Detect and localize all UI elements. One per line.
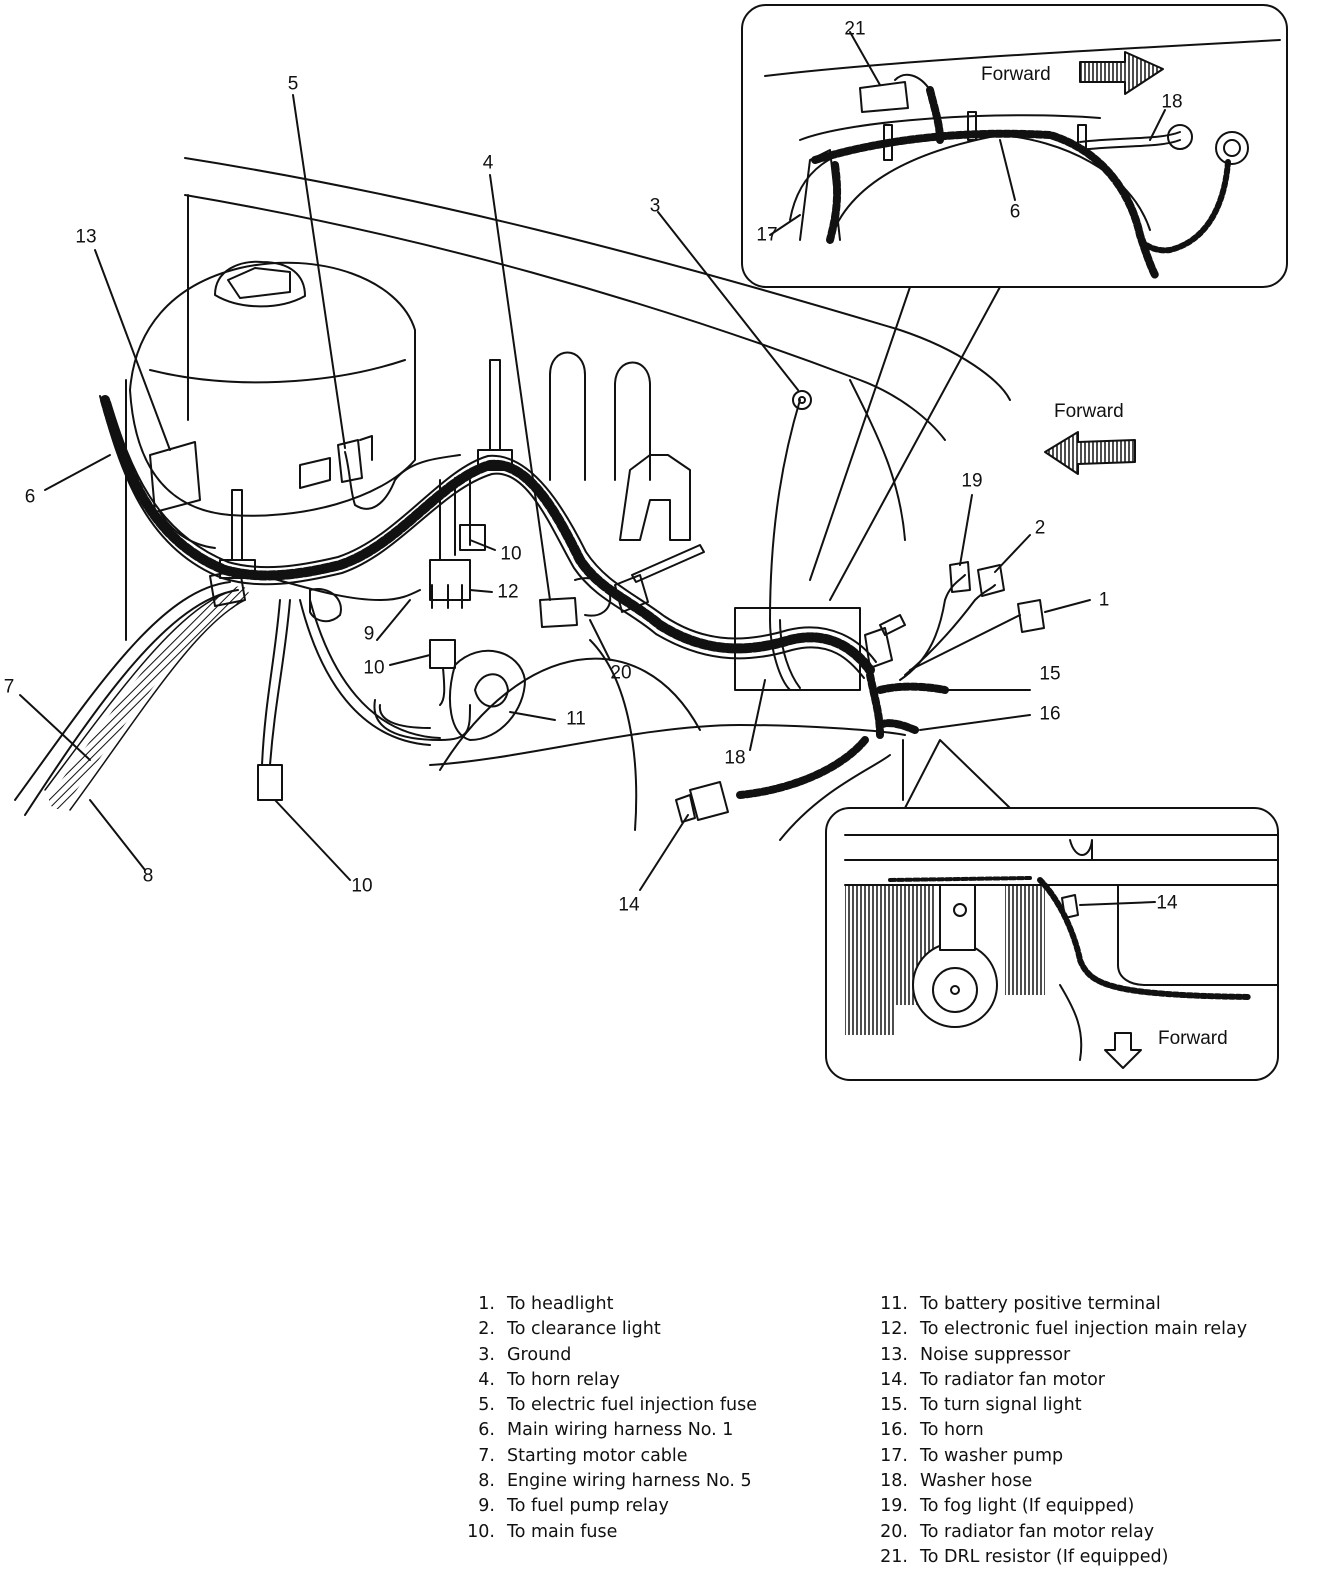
legend-item: 5.To electric fuel injection fuse <box>478 1395 757 1416</box>
forward-arrow-inset-top <box>1079 51 1164 95</box>
washer-hose <box>769 619 791 691</box>
callout-11: 11 <box>566 708 586 730</box>
callout-18-inset: 18 <box>1161 91 1183 113</box>
callout-19: 19 <box>961 470 983 492</box>
callout-16: 16 <box>1039 703 1061 725</box>
legend-item: 1.To headlight <box>478 1294 614 1314</box>
callout-18: 18 <box>724 747 746 769</box>
callout-10-lower: 10 <box>351 875 373 897</box>
callout-2: 2 <box>1034 517 1046 539</box>
legend-item: 18.Washer hose <box>880 1471 1033 1492</box>
inset-bottom <box>825 807 1279 1081</box>
ground-wire <box>769 399 801 621</box>
diagram-drawing <box>14 4 1288 1081</box>
panel-slot-2 <box>614 361 651 481</box>
horn-relay <box>539 597 578 628</box>
legend-item: 3.Ground <box>478 1344 572 1365</box>
callout-14-inset: 14 <box>1156 892 1178 914</box>
legend-item: 2.To clearance light <box>478 1319 661 1340</box>
forward-label-main: Forward <box>1054 401 1124 422</box>
legend-item: 13.Noise suppressor <box>880 1344 1071 1365</box>
wheel-arch-2 <box>589 639 638 831</box>
legend-item: 15.To turn signal light <box>880 1395 1082 1416</box>
panel-slot-1 <box>549 351 586 481</box>
legend-item: 14.To radiator fan motor <box>880 1369 1105 1390</box>
callout-20: 20 <box>610 662 632 684</box>
legend-item: 4.To horn relay <box>478 1369 620 1390</box>
legend-item: 19.To fog light (If equipped) <box>880 1496 1135 1517</box>
legend-item: 16.To horn <box>880 1420 984 1441</box>
battery-terminal <box>449 649 526 741</box>
fender-line-upper <box>184 157 1011 401</box>
callout-9: 9 <box>363 623 375 645</box>
inset-top <box>741 4 1288 288</box>
legend-item: 21.To DRL resistor (If equipped) <box>880 1546 1169 1567</box>
legend-item: 10.To main fuse <box>467 1521 618 1542</box>
callout-5: 5 <box>287 73 299 95</box>
legend-item: 17.To washer pump <box>880 1445 1064 1466</box>
callout-7: 7 <box>3 676 15 698</box>
callout-6-inset: 6 <box>1009 201 1021 223</box>
forward-arrow-main <box>1044 431 1136 475</box>
callout-10-middle: 10 <box>363 657 385 679</box>
forward-label-inset-bottom: Forward <box>1158 1028 1228 1049</box>
callout-4: 4 <box>482 152 494 174</box>
panel-window <box>734 607 861 691</box>
reservoir-tank <box>129 261 416 517</box>
legend-item: 12.To electronic fuel injection main rel… <box>880 1319 1248 1340</box>
callout-14: 14 <box>618 894 640 916</box>
wheel-arch <box>439 657 701 771</box>
starting-motor-cable <box>14 581 231 801</box>
legend-item: 11.To battery positive terminal <box>880 1294 1161 1314</box>
callout-12: 12 <box>497 581 519 603</box>
lower-panel <box>429 724 906 766</box>
callout-1: 1 <box>1098 589 1110 611</box>
support-line <box>779 754 891 841</box>
legend-item: 9.To fuel pump relay <box>478 1496 669 1517</box>
callout-10-upper: 10 <box>500 543 522 565</box>
forward-arrow-inset-bottom <box>1104 1032 1142 1069</box>
fender-line-lower <box>184 194 946 441</box>
legend-item: 20.To radiator fan motor relay <box>880 1521 1155 1542</box>
callout-6: 6 <box>24 486 36 508</box>
callout-8: 8 <box>142 865 154 887</box>
inner-fender <box>849 379 906 541</box>
panel-bracket <box>619 454 691 541</box>
main-harness <box>100 395 875 675</box>
callout-13: 13 <box>75 226 97 248</box>
callout-3: 3 <box>649 195 661 217</box>
legend-item: 7.Starting motor cable <box>478 1445 688 1466</box>
legend-item: 8.Engine wiring harness No. 5 <box>478 1471 752 1492</box>
callout-15: 15 <box>1039 663 1061 685</box>
legend-item: 6.Main wiring harness No. 1 <box>478 1420 734 1441</box>
forward-label-inset-top: Forward <box>981 64 1051 85</box>
callout-17: 17 <box>756 224 778 246</box>
legend-column-left: 1.To headlight 2.To clearance light 3.Gr… <box>455 1292 757 1545</box>
callout-21: 21 <box>844 18 866 40</box>
wiring-diagram: 1 2 3 4 5 6 7 8 9 10 10 10 11 12 13 14 1… <box>3 4 1288 1081</box>
noise-suppressor <box>149 441 201 513</box>
legend-column-right: 11.To battery positive terminal 12.To el… <box>868 1292 1247 1570</box>
